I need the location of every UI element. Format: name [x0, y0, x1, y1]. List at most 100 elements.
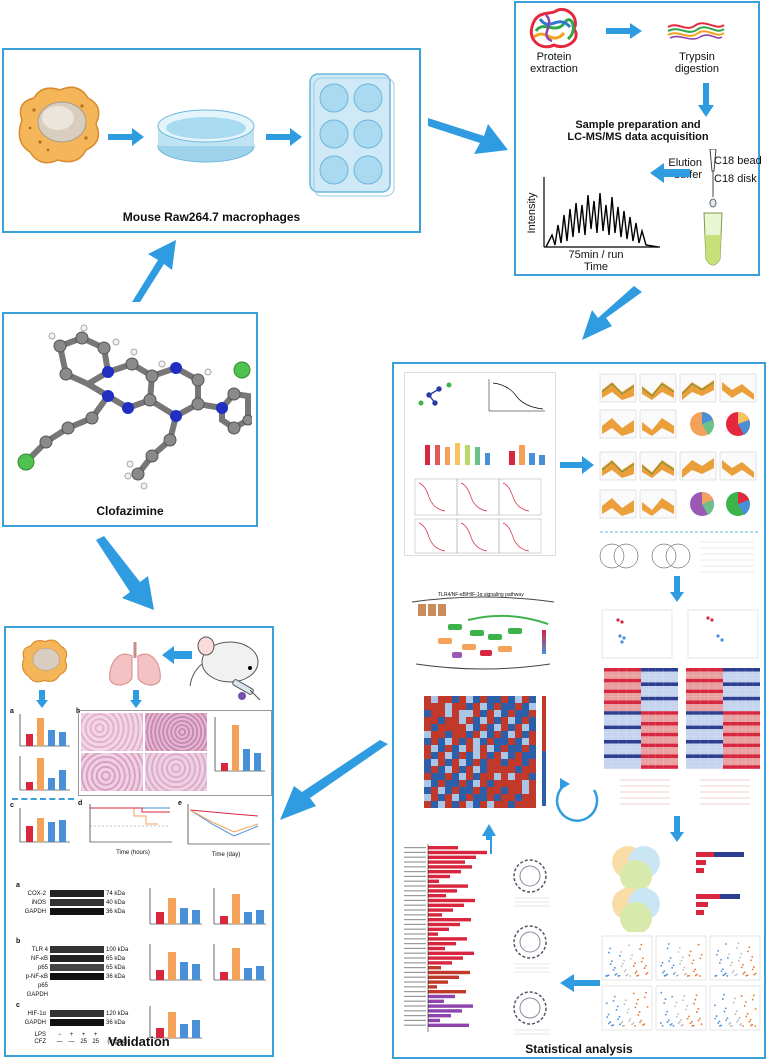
wb-bar-chart-a1 [149, 888, 202, 925]
wb-row-label: GAPDH [26, 992, 48, 998]
lps-value: + [81, 1032, 86, 1038]
survival-curve [89, 804, 172, 843]
lps-value: + [69, 1032, 74, 1038]
bar-chart-c [19, 808, 70, 843]
pathway-title: TLR4/NF-κB/HIF-1α signaling pathway [438, 592, 524, 598]
wb-kda-label: 36 kDa [106, 909, 126, 915]
lungs-icon [109, 642, 161, 686]
arrow-icon [162, 646, 192, 664]
bar-chart-a1 [19, 714, 70, 747]
wb-row-label: COX-2 [27, 891, 46, 897]
arrow-icon [280, 740, 388, 820]
lps-value: − [57, 1032, 62, 1038]
dashed-divider [12, 798, 74, 800]
trypsin-digestion-label: Trypsin digestion [674, 51, 720, 75]
go-bar-chart [398, 840, 490, 1040]
arrow-icon [560, 974, 600, 992]
wb-kda-label: 40 kDa [106, 900, 126, 906]
wb-row-label: HIF-1α [27, 1011, 46, 1017]
wb-bar-chart-c [149, 1006, 202, 1039]
chromatogram [543, 177, 660, 248]
venn-block [600, 842, 764, 932]
wb-kda-label: 120 kDa [106, 1011, 129, 1017]
wb-kda-label: 65 kDa [106, 956, 126, 962]
c18-bead-label: C18 bead [714, 155, 762, 167]
wb-row-label: GAPDH [24, 909, 46, 915]
arrow-icon [582, 286, 642, 340]
wb-row-label: iNOS [31, 900, 46, 906]
wb-kda-label: 65 kDa [106, 965, 126, 971]
arrow-icon [560, 456, 594, 474]
arrow-icon [616, 586, 630, 610]
wb-c-label: c [16, 1002, 20, 1009]
cfz-value: 25 [92, 1039, 100, 1045]
arrow-icon [670, 816, 684, 842]
peptide-icon [667, 22, 725, 40]
mouse-icon [189, 636, 261, 701]
proteomics-panel: Protein extraction Trypsin digestion Sam… [514, 1, 762, 276]
clofazimine-caption: Clofazimine [96, 504, 164, 518]
arrow-icon [108, 128, 144, 146]
wb-a-label: a [16, 882, 20, 889]
wb-kda-label: 36 kDa [106, 1020, 126, 1026]
panel-c-label: c [10, 802, 14, 809]
arrow-icon [698, 83, 714, 117]
validation-caption: Validation [108, 1034, 170, 1049]
lps-value: + [93, 1032, 98, 1038]
macrophage-panel: Mouse Raw264.7 macrophages [2, 48, 421, 233]
dose-unit: (mg/kg) [107, 1039, 128, 1045]
statistical-caption: Statistical analysis [525, 1042, 633, 1056]
correlation-heatmap [408, 682, 568, 824]
panel-e-label: e [178, 800, 182, 807]
pathway-block: TLR4/NF-κB/HIF-1α signaling pathway [408, 590, 558, 672]
protein-extraction-label: Protein extraction [530, 51, 578, 75]
run-label: 75min / run [568, 249, 624, 261]
volcano-grid [600, 934, 764, 1034]
lps-label: LPS [34, 1032, 46, 1038]
arrow-icon [650, 163, 690, 183]
arrow-icon [96, 536, 154, 610]
protein-icon [529, 8, 578, 49]
cfz-value: — [68, 1039, 75, 1045]
panel-d-label: d [78, 800, 83, 807]
wb-row-label: NF-κB p65 [31, 956, 48, 971]
wb-kda-label: 100 kDa [106, 947, 129, 953]
dose-response-block [404, 372, 556, 556]
macrophage-caption: Mouse Raw264.7 macrophages [122, 210, 301, 224]
macrophage-cell-icon [18, 86, 100, 164]
lps-row: LPS − + + + [20, 1032, 138, 1039]
cycle-icon [555, 778, 599, 822]
arrow-icon [606, 23, 642, 39]
weight-curve [187, 804, 270, 845]
time-label: Time [583, 261, 609, 273]
wb-bar-chart-b2 [213, 944, 266, 981]
statistical-panel: TLR4/NF-κB/HIF-1α signaling pathway [392, 362, 766, 1059]
wb-kda-label: 36 kDa [106, 974, 126, 980]
cfz-value: — [56, 1039, 63, 1045]
petri-dish-icon [157, 109, 255, 163]
wb-bar-chart-b1 [149, 944, 202, 981]
circos-plots [490, 854, 556, 1044]
wb-bar-chart-a2 [213, 888, 266, 925]
intensity-label: Intensity [526, 192, 538, 234]
c18-disk-label: C18 disk [714, 173, 757, 185]
molecule-panel: Clofazimine [2, 312, 258, 527]
histology-grid [78, 710, 272, 796]
arrow-icon [36, 690, 48, 708]
sample-prep-label: Sample preparation and LC-MS/MS data acq… [567, 119, 709, 143]
panel-a-label: a [10, 708, 14, 715]
arrow-icon [428, 118, 508, 154]
arrow-icon [266, 128, 302, 146]
arrow-icon [670, 576, 684, 602]
arrow-icon [132, 240, 176, 302]
pca-block [600, 608, 764, 662]
bar-chart-a2 [19, 756, 70, 791]
cfz-value: 25 [80, 1039, 88, 1045]
wb-b-label: b [16, 938, 21, 945]
wb-row-label: p-NF-κB p65 [25, 974, 48, 989]
arrow-icon [130, 690, 142, 708]
macrophage-cell-icon [21, 639, 68, 683]
enrichment-lists [600, 774, 764, 814]
weight-xlabel: Time (day) [211, 852, 241, 858]
